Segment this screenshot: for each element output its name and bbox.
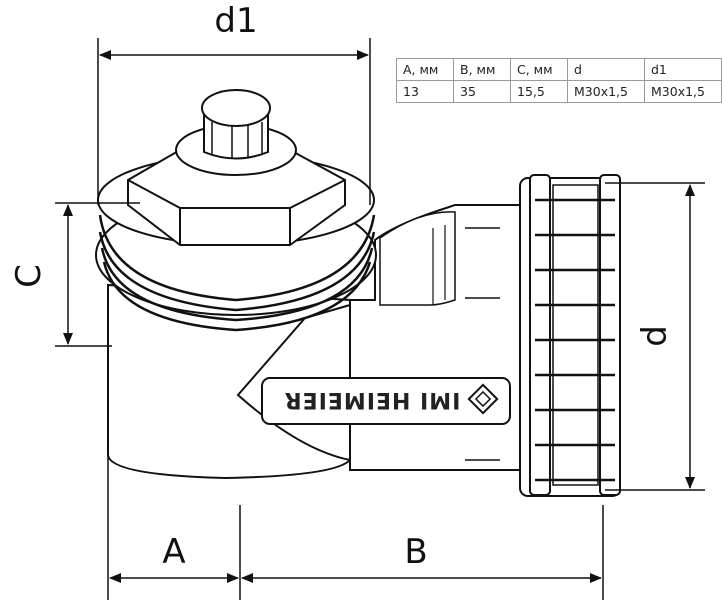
- spec-header-d: d: [567, 58, 645, 81]
- logo-plate: IMI HEIMEIER: [261, 377, 511, 425]
- dimension-a-b: [107, 440, 604, 600]
- spec-value-a: 13: [396, 80, 454, 103]
- spec-value-d: M30x1,5: [567, 80, 645, 103]
- b-dimension-label: B: [404, 532, 427, 572]
- spec-value-d1: M30x1,5: [644, 80, 722, 103]
- spec-value-c: 15,5: [510, 80, 568, 103]
- dimension-d: [605, 182, 705, 491]
- spec-header-a: A, мм: [396, 58, 454, 81]
- d-dimension-label: d: [635, 325, 675, 347]
- spec-table-header-row: A, мм B, мм C, мм d d1: [396, 58, 722, 81]
- logo-text: IMI HEIMEIER: [284, 387, 461, 412]
- d1-dimension-label: d1: [214, 1, 257, 41]
- c-dimension-label: C: [9, 264, 49, 288]
- spec-header-b: B, мм: [453, 58, 511, 81]
- spec-header-c: C, мм: [510, 58, 568, 81]
- dimension-c: [55, 202, 140, 347]
- union-coupling-nut: [465, 174, 621, 497]
- diamond-logo-icon: [467, 383, 499, 415]
- dimension-d1: [97, 38, 371, 205]
- dimensions-spec-table: A, мм B, мм C, мм d d1 13 35 15,5 M30x1,…: [396, 58, 722, 103]
- spec-value-b: 35: [453, 80, 511, 103]
- spec-table-row: 13 35 15,5 M30x1,5 M30x1,5: [396, 80, 722, 103]
- a-dimension-label: A: [162, 532, 185, 572]
- spec-header-d1: d1: [644, 58, 722, 81]
- threaded-head: [95, 89, 377, 332]
